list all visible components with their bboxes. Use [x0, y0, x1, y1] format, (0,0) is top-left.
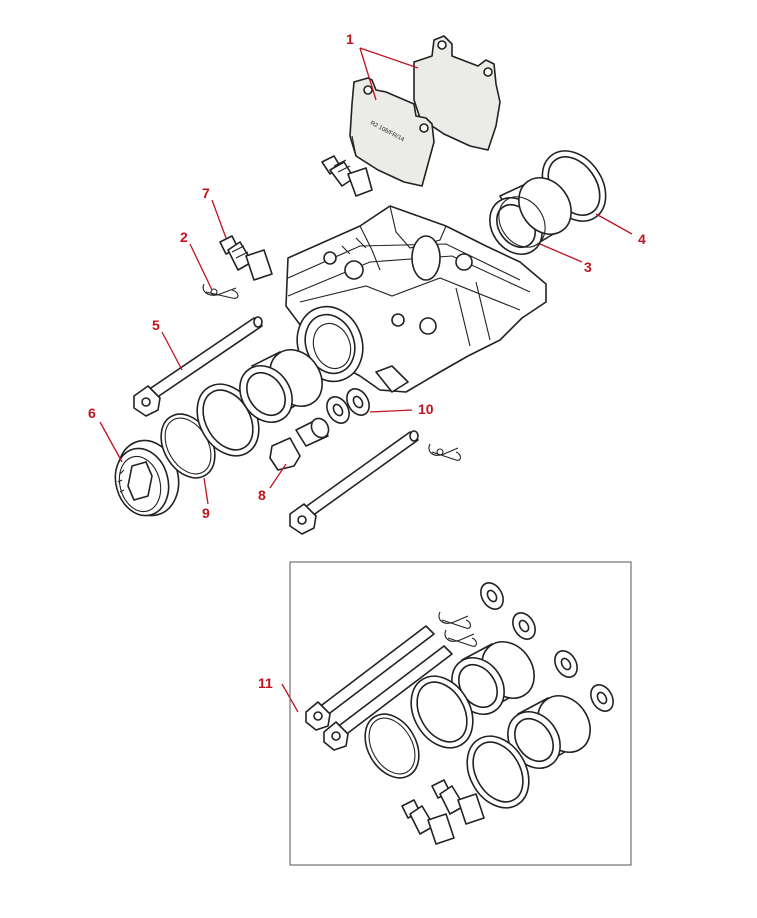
bleed-nipple [219, 235, 273, 281]
callout-7: 7 [202, 185, 210, 201]
repair-kit-box [289, 561, 632, 866]
callout-10: 10 [418, 401, 434, 417]
callout-1: 1 [346, 31, 354, 47]
callout-labels: 1 2 3 4 5 6 7 8 9 10 11 [88, 31, 646, 691]
callout-5: 5 [152, 317, 160, 333]
brake-pad-rear [413, 35, 501, 151]
callout-6: 6 [88, 405, 96, 421]
callout-4: 4 [638, 231, 646, 247]
leader-lines [99, 47, 633, 713]
r-clip-left [202, 283, 239, 299]
callout-2: 2 [180, 229, 188, 245]
banjo-bolt [269, 417, 330, 471]
callout-9: 9 [202, 505, 210, 521]
piston-lower [239, 349, 323, 423]
guide-pin-upper [133, 316, 263, 417]
r-clip-right [428, 443, 462, 461]
guide-pin-lower [289, 430, 419, 535]
brake-pad-front: R2 108/FR/14 [349, 77, 435, 187]
callout-3: 3 [584, 259, 592, 275]
caliper-body [285, 205, 547, 393]
callout-8: 8 [258, 487, 266, 503]
callout-11: 11 [258, 675, 273, 691]
kit-contents [305, 582, 614, 845]
washers [326, 388, 370, 424]
bleed-nipple-top [321, 155, 373, 197]
dust-boot-cap [114, 439, 180, 517]
piston-upper [489, 177, 572, 255]
